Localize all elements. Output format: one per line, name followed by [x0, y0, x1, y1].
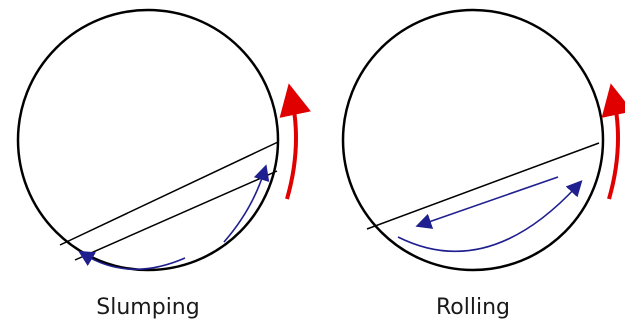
- slumping-lift-arrow-icon: [223, 164, 270, 243]
- rolling-downhill-flow-arrow-icon: [415, 176, 559, 229]
- slumping-surface-line-lower: [74, 170, 278, 261]
- slumping-surface-line-upper: [59, 141, 279, 246]
- slumping-flow-arrow-icon: [78, 250, 186, 271]
- rolling-caption: Rolling: [436, 295, 510, 320]
- rolling-circulation-arrow-icon: [397, 180, 583, 253]
- rolling-surface-line: [366, 142, 600, 230]
- slumping-drum-outline: [16, 8, 280, 272]
- rolling-rotation-arrow-icon: [601, 83, 625, 200]
- slumping-panel: Slumping: [16, 8, 311, 320]
- slumping-caption: Slumping: [96, 295, 199, 320]
- rolling-panel: Rolling: [341, 8, 625, 320]
- slumping-rotation-arrow-icon: [279, 83, 311, 200]
- rolling-drum-outline: [341, 8, 605, 272]
